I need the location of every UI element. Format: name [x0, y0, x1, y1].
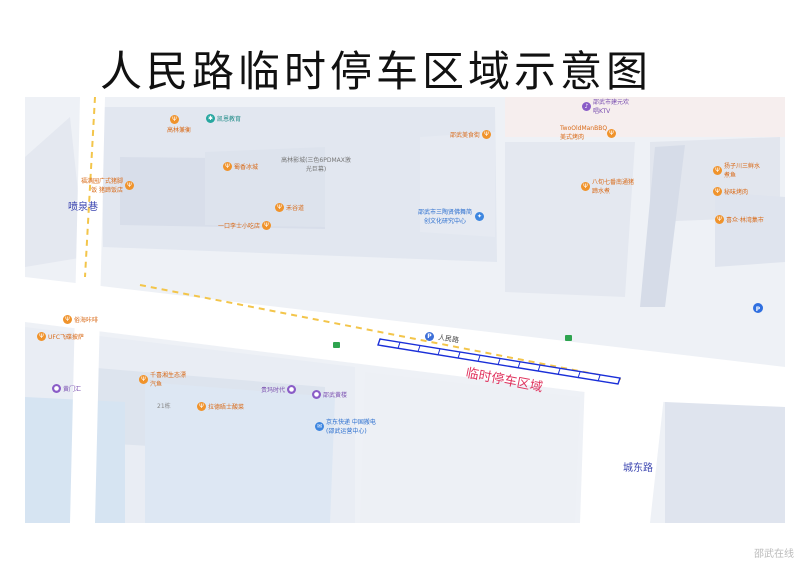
food-icon: Ψ [713, 165, 722, 175]
bus-stop-icon [565, 335, 572, 341]
education-icon: ✱ [206, 114, 215, 123]
poi[interactable]: 贵玛时代● [261, 385, 297, 394]
poi[interactable]: 邵武市三陶贤佛舞简创文化研究中心✦ [417, 209, 484, 225]
poi[interactable]: ✉京东快递 中国搬电(邵武运营中心) [315, 419, 376, 435]
shop-icon: ● [52, 384, 61, 393]
poi[interactable]: ●邵武黄楼 [312, 390, 348, 399]
parking-zone [377, 338, 621, 385]
food-icon: Ψ [139, 374, 148, 384]
food-icon: Ψ [581, 181, 590, 191]
poi[interactable]: ♪邵武市建元欢唱KTV [582, 97, 631, 115]
bus-stop-icon [333, 342, 340, 348]
food-icon: Ψ [37, 332, 46, 341]
shop-icon: ● [312, 390, 321, 399]
poi[interactable]: 高林影城(三色6PDMAX激光巨幕) [281, 157, 351, 173]
food-icon: Ψ [715, 215, 724, 224]
page-title: 人民路临时停车区域示意图 [100, 47, 653, 96]
express-icon: ✉ [315, 421, 324, 431]
culture-icon: ✦ [475, 211, 484, 221]
watermark: 邵武在线 [754, 549, 794, 560]
poi[interactable]: ✱凯恩教育 [206, 114, 242, 123]
poi[interactable]: ●黄门汇 [52, 384, 82, 393]
house-number: 21栋 [157, 403, 171, 410]
cafe-icon: Ψ [63, 315, 72, 324]
food-icon: Ψ [607, 128, 616, 138]
food-icon: Ψ [275, 203, 284, 212]
road-label-penquan: 喷泉巷 [68, 202, 98, 213]
food-icon: Ψ [125, 180, 134, 190]
shop-icon: ● [287, 385, 297, 394]
food-icon: Ψ [170, 115, 179, 124]
food-icon: Ψ [262, 221, 272, 230]
location-icon: P [425, 332, 434, 341]
road-label-chengdong: 城东路 [623, 463, 653, 474]
map-canvas: P [25, 97, 785, 523]
svg-text:P: P [756, 306, 761, 313]
food-icon: Ψ [482, 130, 492, 139]
ktv-icon: ♪ [582, 101, 591, 111]
food-icon: Ψ [713, 187, 722, 196]
food-icon: Ψ [223, 162, 232, 171]
food-icon: Ψ [197, 402, 206, 411]
